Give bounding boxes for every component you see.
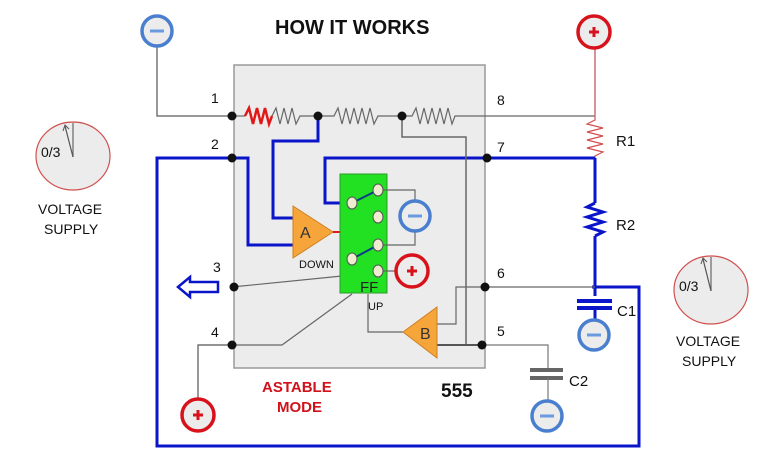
positive-terminal-reset[interactable] xyxy=(180,397,216,433)
ff-contact xyxy=(372,210,384,224)
divider-resistor-1 xyxy=(271,106,318,126)
wire-trigger-to-a xyxy=(232,156,300,247)
wire-divider-to-b xyxy=(401,116,467,345)
flipflop-label: FF xyxy=(360,279,378,296)
wire-pin6-to-b xyxy=(432,286,485,325)
pin-dot-6 xyxy=(480,282,490,292)
ff-contact xyxy=(346,196,358,210)
pin-label-8: 8 xyxy=(497,92,505,108)
voltage-gauge-right: 0/3 xyxy=(673,255,749,325)
voltage-gauge-left: 0/3 xyxy=(35,121,111,191)
node-dot xyxy=(397,111,407,121)
wire-trigger-threshold-loop xyxy=(155,156,641,448)
pin-dot-2 xyxy=(227,153,237,163)
mode-label-line2: MODE xyxy=(277,399,322,416)
pin-label-2: 2 xyxy=(211,136,219,152)
pin-label-5: 5 xyxy=(497,323,505,339)
gauge-right-label-line2: SUPPLY xyxy=(682,353,737,369)
negative-terminal-ff[interactable] xyxy=(398,199,432,233)
gauge-right-label-line1: VOLTAGE xyxy=(676,333,740,349)
gauge-left-label-line1: VOLTAGE xyxy=(38,201,102,217)
pin-dot-5 xyxy=(477,340,487,350)
gauge-right-reading: 0/3 xyxy=(679,278,699,294)
ff-contact xyxy=(372,264,384,278)
ff-contact xyxy=(346,252,358,266)
divider-resistor-2 xyxy=(318,106,402,126)
wire-reset-supply xyxy=(197,344,232,400)
pin-label-1: 1 xyxy=(211,90,219,106)
resistor-r1 xyxy=(585,116,605,158)
wire-b-to-ff xyxy=(367,294,403,333)
comparator-a xyxy=(292,205,334,259)
wire-divider-to-a xyxy=(271,116,320,220)
pin-label-7: 7 xyxy=(497,139,505,155)
page-title: HOW IT WORKS xyxy=(275,17,429,39)
wire-pin5 xyxy=(485,344,549,370)
wire-output xyxy=(231,274,353,288)
wire-reset xyxy=(232,293,353,346)
pin-dot-7 xyxy=(482,153,492,163)
wire-pin1-ground xyxy=(156,47,232,117)
negative-terminal-c1[interactable] xyxy=(577,318,611,352)
ff-contact xyxy=(372,238,384,252)
positive-terminal-top[interactable] xyxy=(576,14,612,50)
ff-contact xyxy=(372,183,384,197)
negative-terminal-c2[interactable] xyxy=(530,399,564,433)
wire-pin7-discharge xyxy=(323,156,595,205)
discharge-resistor-red xyxy=(243,104,274,129)
positive-terminal-ff[interactable] xyxy=(394,253,430,289)
pin-label-3: 3 xyxy=(213,259,221,275)
ff-down-label: DOWN xyxy=(299,259,334,271)
mode-label-line1: ASTABLE xyxy=(262,379,332,396)
gauge-left-reading: 0/3 xyxy=(41,144,61,160)
pin-label-6: 6 xyxy=(497,265,505,281)
comparator-a-label: A xyxy=(300,225,311,242)
pin-dot-4 xyxy=(227,340,237,350)
pin-dot-1 xyxy=(227,111,237,121)
r2-label: R2 xyxy=(616,217,635,234)
r1-label: R1 xyxy=(616,133,635,150)
node-dot xyxy=(313,111,323,121)
c1-label: C1 xyxy=(617,303,636,320)
gauge-left-label-line2: SUPPLY xyxy=(44,221,99,237)
pin-dot-3 xyxy=(229,282,239,292)
ff-up-label: UP xyxy=(368,301,383,313)
output-arrow-icon xyxy=(176,274,220,300)
comparator-b xyxy=(402,306,438,360)
resistor-r2 xyxy=(581,201,609,238)
comparator-b-label: B xyxy=(420,326,431,343)
c2-label: C2 xyxy=(569,373,588,390)
pin-label-4: 4 xyxy=(211,324,219,340)
chip-name: 555 xyxy=(441,381,473,402)
divider-resistor-3 xyxy=(402,106,595,127)
negative-terminal-top[interactable] xyxy=(140,14,174,48)
